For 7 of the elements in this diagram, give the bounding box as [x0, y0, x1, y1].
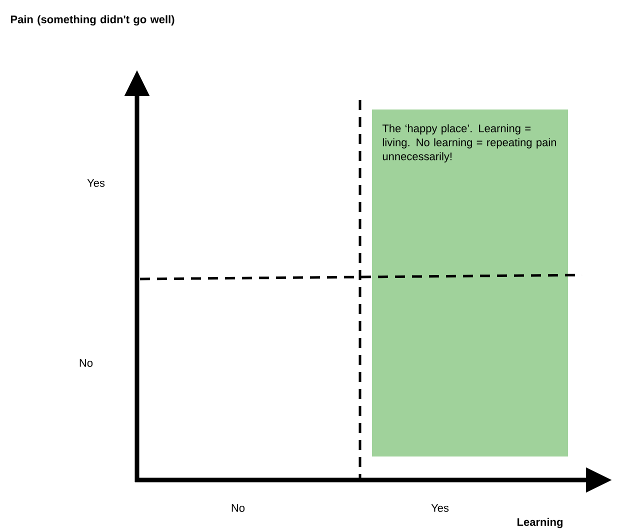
region-box: The ‘happy place’. Learning = living. No learning = repeating pain unnecessarily! — [372, 110, 568, 456]
tick-label: No — [80, 359, 93, 367]
tick-label: Yes — [431, 504, 449, 512]
tick-label: No — [232, 504, 245, 512]
axis-title: Pain (something didn't go well) — [10, 15, 174, 26]
tick-label: Yes — [87, 179, 105, 187]
axis-title: Learning — [518, 518, 562, 528]
